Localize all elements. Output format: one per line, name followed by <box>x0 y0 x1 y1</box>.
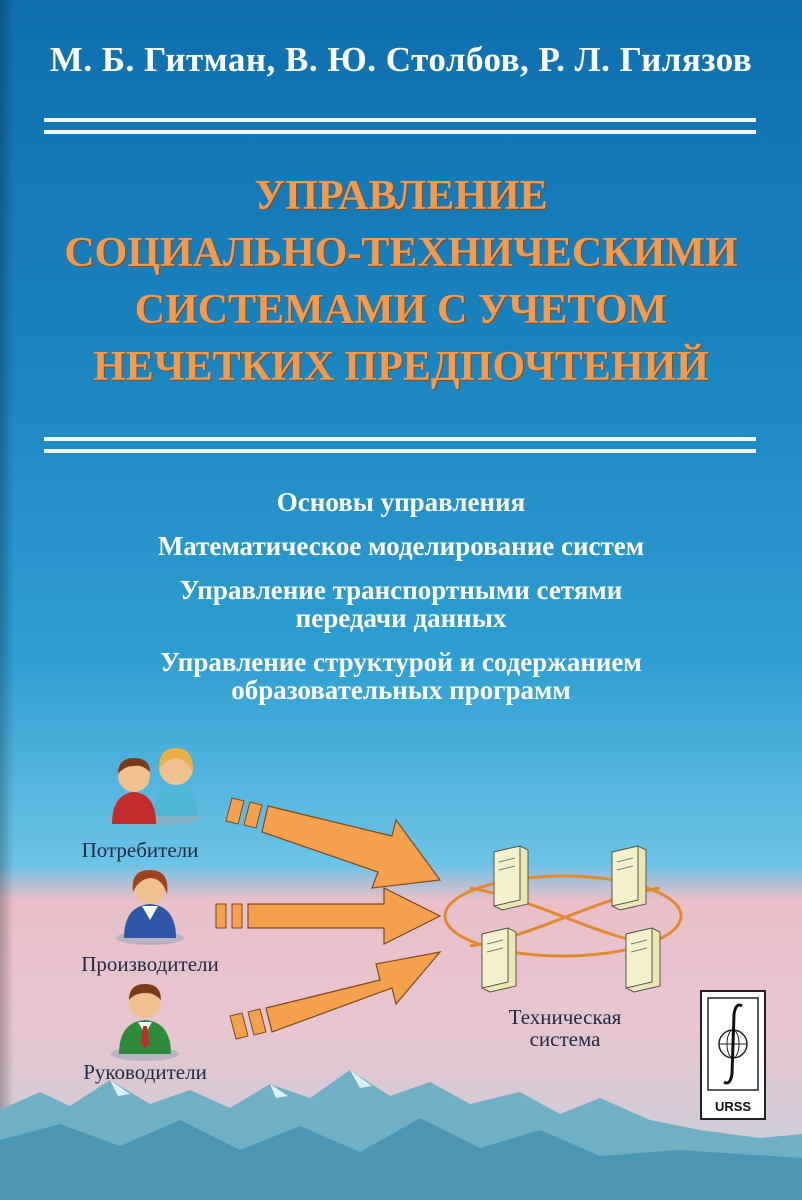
technical-system-line: система <box>529 1027 601 1051</box>
server-icon <box>481 927 517 993</box>
consumers-arrow <box>225 797 442 889</box>
topic-line: Управление структурой и содержанием <box>160 647 642 677</box>
managers-label: Руководители <box>83 1060 207 1084</box>
producers-person-icon <box>116 870 184 945</box>
consumers-people-icon <box>109 748 201 826</box>
top-rule-2 <box>44 130 756 134</box>
topic-item: Управление структурой и содержанием обра… <box>0 648 802 704</box>
topic-line: образовательных программ <box>231 675 571 705</box>
bottom-rule-1 <box>44 437 756 441</box>
bottom-rule-2 <box>44 449 756 453</box>
publisher-name: URSS <box>714 1099 752 1114</box>
title-line: УПРАВЛЕНИЕ <box>254 173 548 219</box>
publisher-logo: URSS <box>700 990 766 1120</box>
topic-item: Управление транспортными сетями передачи… <box>0 576 802 632</box>
integral-globe-icon <box>707 997 759 1091</box>
book-title: УПРАВЛЕНИЕ СОЦИАЛЬНО-ТЕХНИЧЕСКИМИ СИСТЕМ… <box>0 168 802 396</box>
spine-shadow <box>0 0 14 1200</box>
server-icon <box>625 927 661 993</box>
topic-line: передачи данных <box>295 603 507 633</box>
producers-arrow <box>215 887 442 945</box>
managers-arrow <box>229 951 442 1040</box>
server-icon <box>493 845 529 911</box>
technical-system-line: Техническая <box>508 1005 622 1029</box>
consumers-label: Потребители <box>81 838 199 862</box>
producers-label: Производители <box>81 952 219 976</box>
authors: М. Б. Гитман, В. Ю. Столбов, Р. Л. Гиляз… <box>49 40 753 79</box>
title-line: СИСТЕМАМИ С УЧЕТОМ <box>134 287 668 333</box>
technical-system-label: Техническая система <box>490 1006 640 1050</box>
server-icon <box>611 845 647 911</box>
managers-person-icon <box>111 984 179 1061</box>
top-rule-1 <box>44 118 756 122</box>
topic-line: Управление транспортными сетями <box>179 575 623 605</box>
mountains-illustration <box>0 1070 802 1200</box>
title-line: НЕЧЕТКИХ ПРЕДПОЧТЕНИЙ <box>93 344 709 390</box>
topic-item: Основы управления <box>276 487 526 517</box>
topic-item: Математическое моделирование систем <box>157 531 645 561</box>
topics-list: Основы управления Математическое моделир… <box>0 488 802 720</box>
title-line: СОЦИАЛЬНО-ТЕХНИЧЕСКИМИ <box>64 230 738 276</box>
